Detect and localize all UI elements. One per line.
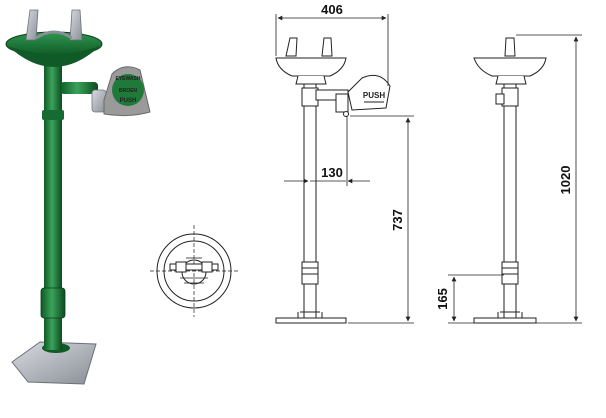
- front-spray-nozzles: [285, 37, 333, 57]
- side-main-pipe: [503, 83, 517, 321]
- dimension-outlet-height: [348, 115, 414, 324]
- dimension-offset-label: 130: [321, 165, 343, 180]
- front-push-paddle: [347, 74, 391, 111]
- photo-sign-brand-text: BROEN: [119, 88, 137, 94]
- front-main-pipe: [303, 83, 317, 321]
- dimension-offset: [284, 116, 370, 186]
- top-view-drawing: [150, 225, 238, 317]
- photo-bowl-underside: [8, 46, 100, 67]
- front-view-drawing: PUSH: [275, 37, 391, 324]
- dimension-total-height: [516, 34, 582, 324]
- photo-spray-heads: [25, 9, 83, 41]
- side-base-plate: [473, 317, 537, 324]
- side-spray-nozzle: [504, 37, 516, 57]
- dimension-foot-height-label: 165: [435, 288, 450, 310]
- photo-push-sign: EYEWASH BROEN PUSH: [103, 66, 151, 117]
- dimension-width: [275, 14, 389, 86]
- photo-sign-top-text: EYEWASH: [115, 76, 140, 82]
- dimension-outlet-height-label: 737: [390, 209, 405, 231]
- front-push-label: PUSH: [363, 91, 385, 100]
- dimension-total-height-label: 1020: [558, 166, 573, 195]
- photo-base-plate: [11, 341, 97, 385]
- side-pipe-joint: [501, 261, 519, 285]
- dimension-width-label: 406: [321, 2, 343, 17]
- photo-valve-arm: [60, 82, 98, 94]
- product-photo: EYEWASH BROEN PUSH: [5, 9, 151, 385]
- front-pipe-joint: [301, 261, 319, 285]
- top-view-spray-bar: [169, 263, 219, 271]
- photo-pipe-joint-mid: [42, 110, 64, 120]
- photo-main-pipe: [44, 60, 62, 350]
- front-bowl: [275, 57, 347, 77]
- photo-sign-push-text: PUSH: [120, 98, 137, 104]
- side-bowl: [473, 57, 547, 77]
- front-base-plate: [275, 317, 347, 324]
- photo-pipe-joint-lower: [40, 287, 66, 319]
- side-valve-stub: [495, 93, 505, 105]
- dimension-foot-height: [448, 274, 504, 324]
- side-view-drawing: [473, 37, 547, 324]
